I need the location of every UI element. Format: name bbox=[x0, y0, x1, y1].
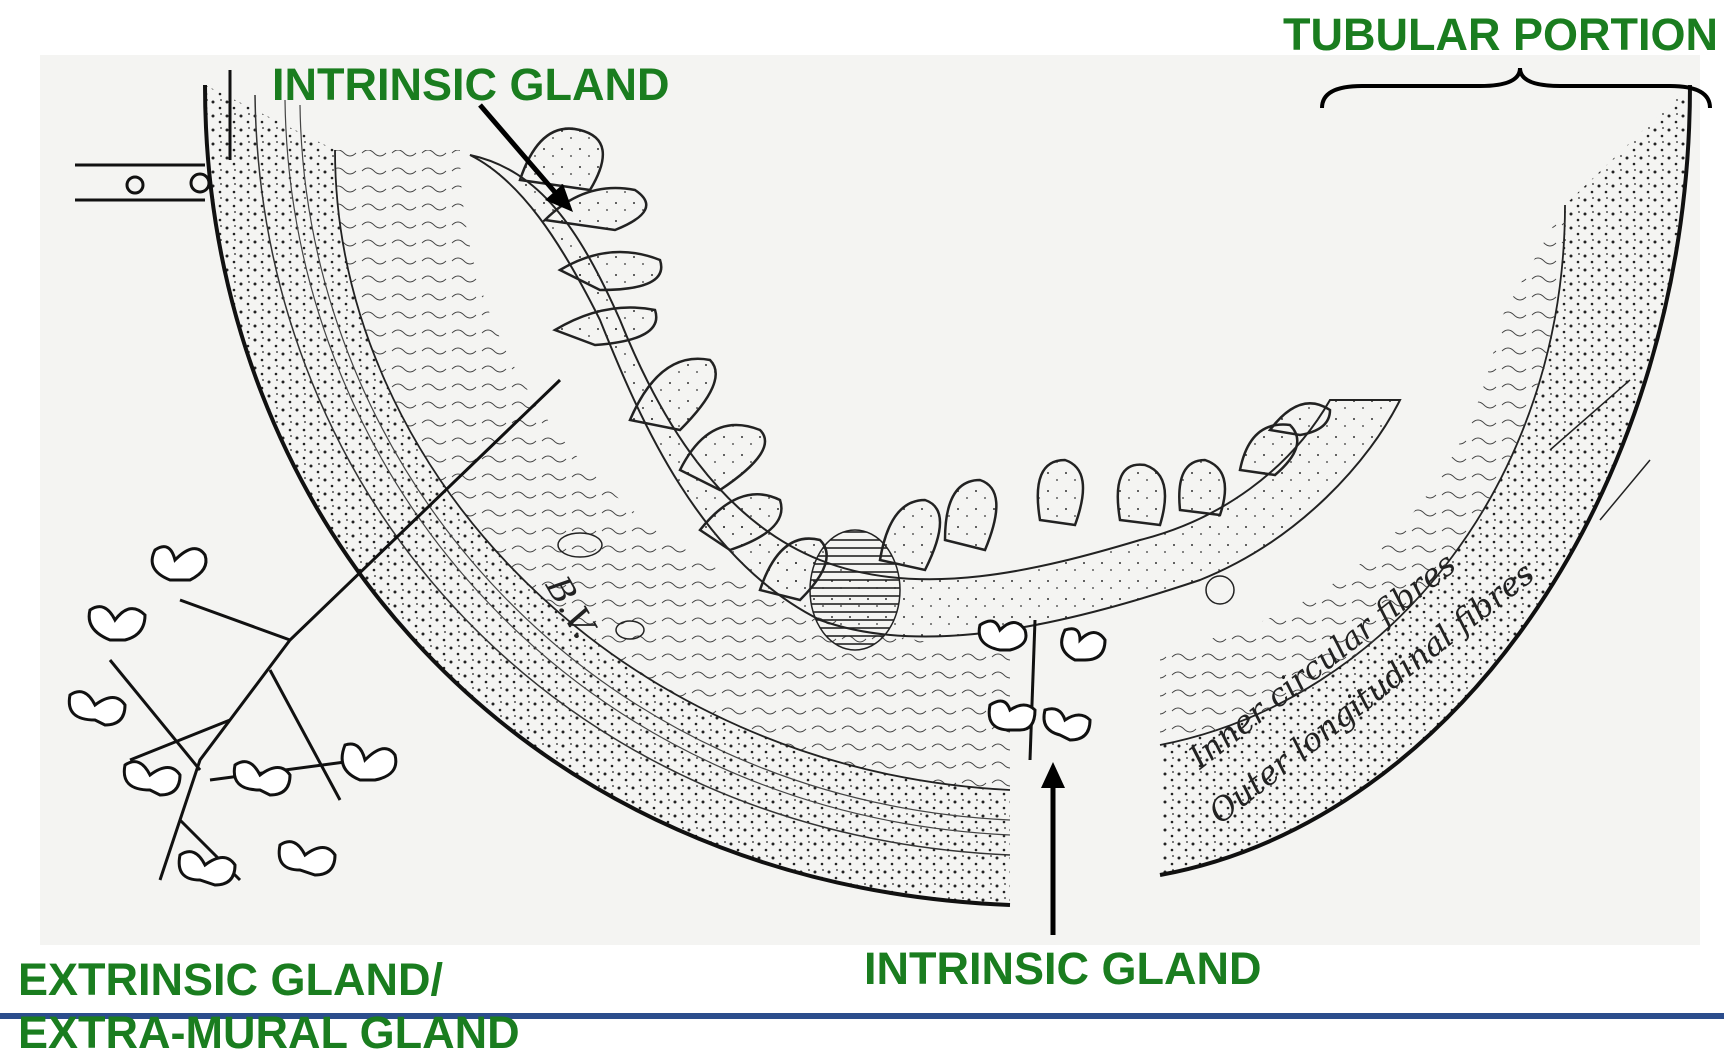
extrinsic-gland-label: EXTRINSIC GLAND/ bbox=[18, 957, 443, 1002]
extra-mural-gland-label: EXTRA-MURAL GLAND bbox=[18, 1010, 520, 1055]
intrinsic-gland-top-label: INTRINSIC GLAND bbox=[272, 62, 670, 107]
tubular-portion-label: TUBULAR PORTION bbox=[1283, 12, 1718, 57]
intrinsic-gland-bottom-label: INTRINSIC GLAND bbox=[864, 946, 1262, 991]
